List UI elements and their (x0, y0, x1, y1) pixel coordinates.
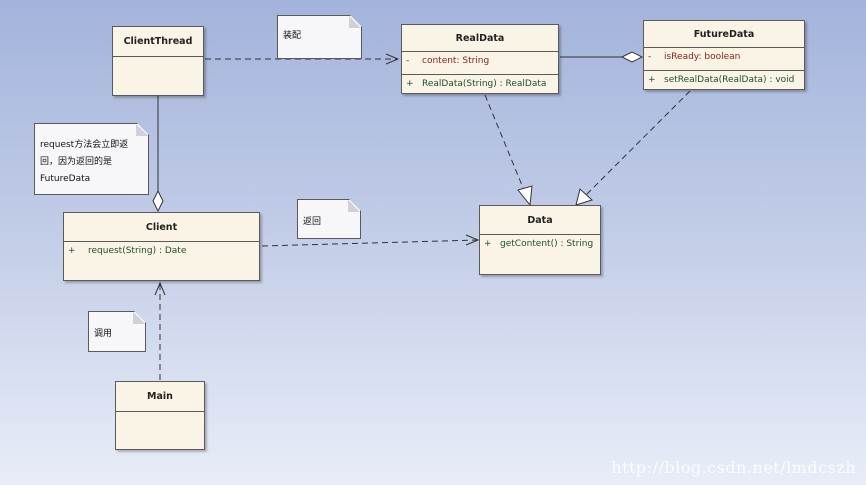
note-text-line: request方法会立即返 (40, 140, 129, 150)
operation-row: + getContent() : String (484, 238, 596, 251)
operation-text: setRealData(RealData) : void (664, 75, 795, 85)
note-text: 返回 (303, 217, 322, 227)
operations-section: + request(String) : Date (64, 242, 259, 261)
operation-row: + RealData(String) : RealData (406, 78, 554, 91)
operation-text: RealData(String) : RealData (422, 79, 547, 89)
class-clientthread[interactable]: ClientThread (112, 26, 204, 96)
class-data[interactable]: Data + getContent() : String (479, 205, 601, 275)
client-data-dependency (261, 239, 479, 247)
visibility-marker: + (648, 75, 656, 85)
operations-section: + getContent() : String (480, 235, 600, 254)
dependency-arrowhead (154, 281, 166, 296)
realdata-data-realization (484, 94, 527, 196)
note-text-line: FutureData (40, 174, 91, 184)
class-main[interactable]: Main (115, 381, 205, 450)
operation-text: request(String) : Date (88, 246, 187, 256)
operation-row: + setRealData(RealData) : void (648, 74, 800, 87)
dependency-arrowhead (465, 234, 480, 246)
visibility-marker: + (484, 239, 492, 249)
visibility-marker: + (68, 246, 76, 256)
dependency-arrowhead (385, 53, 400, 65)
aggregation-diamond (152, 189, 164, 213)
class-name: Data (480, 206, 600, 235)
attribute-row: - isReady: boolean (648, 51, 800, 64)
class-futuredata[interactable]: FutureData - isReady: boolean + setRealD… (643, 20, 805, 90)
note-call[interactable]: 调用 (88, 311, 146, 352)
class-client[interactable]: Client + request(String) : Date (63, 212, 260, 281)
operation-text: getContent() : String (500, 239, 594, 249)
attributes-section: - isReady: boolean (644, 48, 804, 71)
class-name: RealData (402, 25, 558, 52)
visibility-marker: - (406, 56, 410, 66)
attribute-text: content: String (422, 56, 490, 66)
note-return[interactable]: 返回 (297, 199, 361, 239)
operations-section: + RealData(String) : RealData (402, 75, 558, 94)
class-name: Main (116, 382, 204, 412)
attribute-text: isReady: boolean (664, 52, 741, 62)
class-realdata[interactable]: RealData - content: String + RealData(St… (401, 24, 559, 94)
realization-arrowhead (575, 188, 593, 206)
realization-arrowhead (517, 185, 533, 207)
futuredata-data-realization (585, 90, 691, 196)
class-name: FutureData (644, 21, 804, 48)
note-assemble[interactable]: 装配 (277, 15, 362, 59)
attributes-section: - content: String (402, 52, 558, 75)
visibility-marker: - (648, 52, 652, 62)
watermark-text: http://blog.csdn.net/lmdcszh (611, 458, 856, 477)
class-name: ClientThread (113, 27, 203, 57)
attribute-row: - content: String (406, 55, 554, 68)
note-text-line: 回，因为返回的是 (40, 157, 113, 167)
aggregation-diamond (620, 51, 644, 63)
note-request-returns[interactable]: request方法会立即返 回，因为返回的是 FutureData (34, 123, 149, 195)
note-text: 装配 (283, 31, 302, 41)
class-name: Client (64, 213, 259, 242)
operation-row: + request(String) : Date (68, 245, 255, 258)
visibility-marker: + (406, 79, 414, 89)
operations-section: + setRealData(RealData) : void (644, 71, 804, 90)
note-text: 调用 (94, 329, 113, 339)
